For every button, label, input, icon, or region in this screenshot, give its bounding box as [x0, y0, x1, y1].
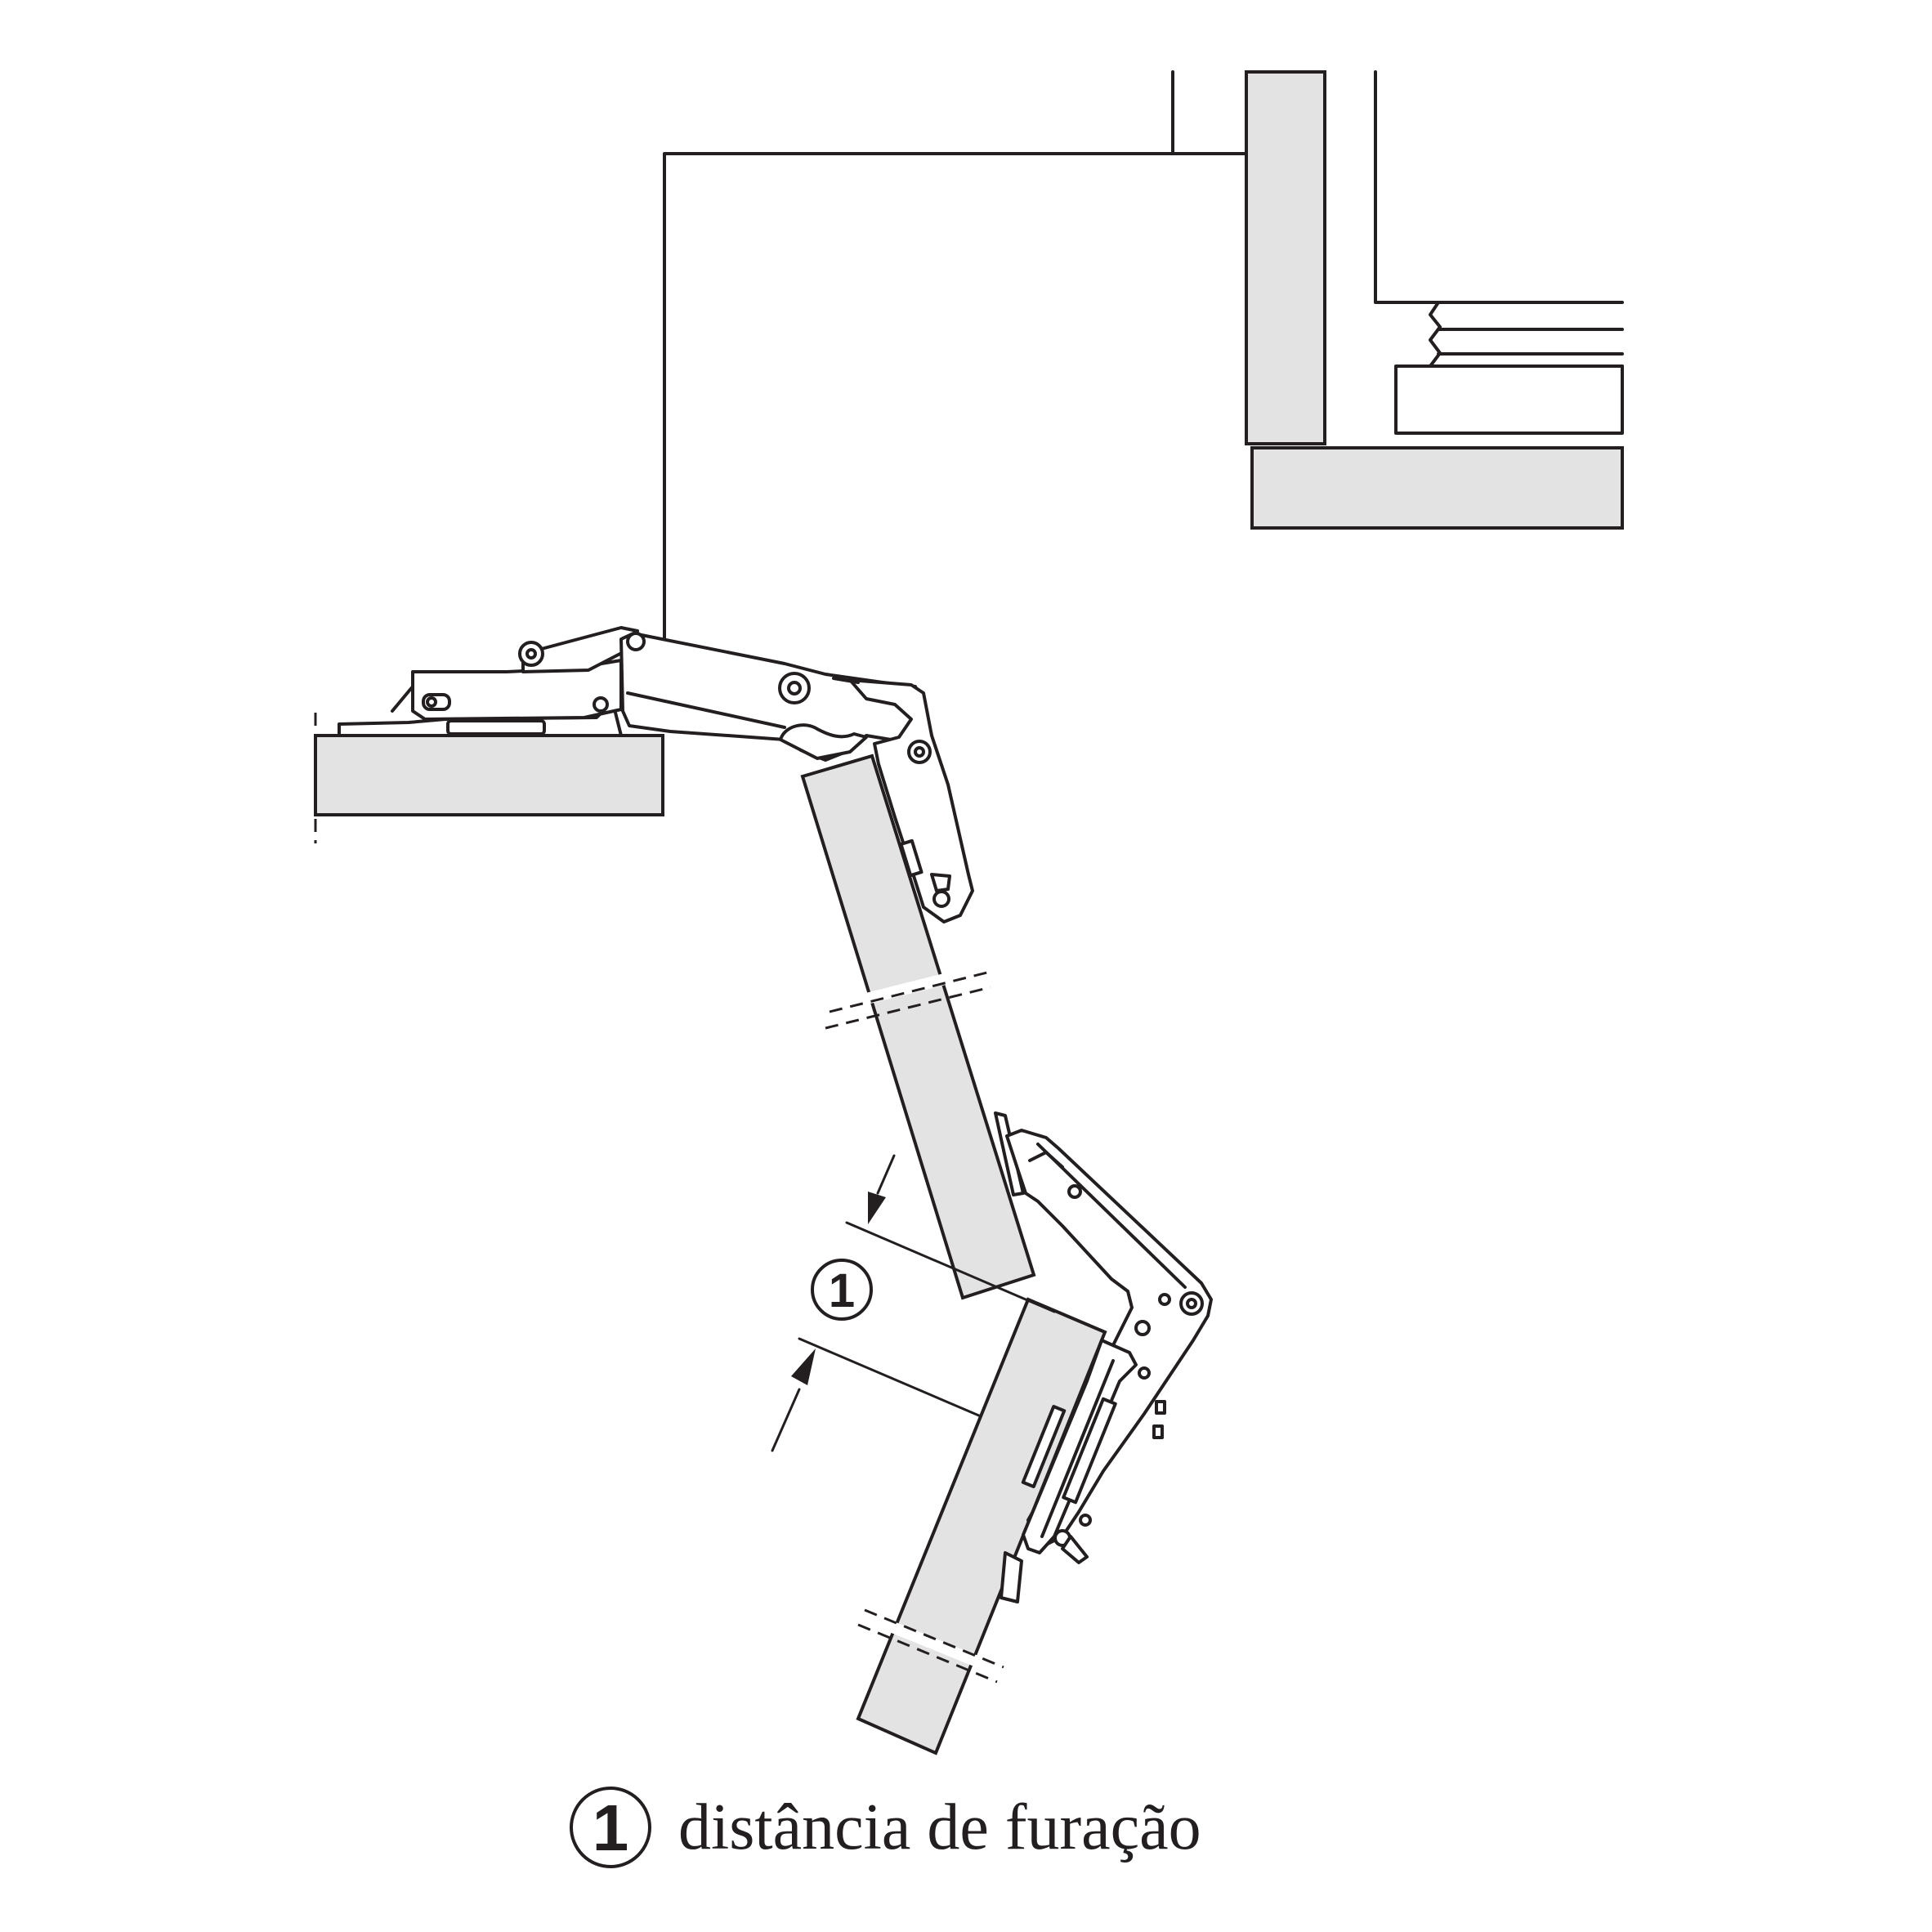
hinge-knuckle — [779, 723, 868, 760]
adjustment-screw — [426, 696, 437, 708]
pivot-pin — [1138, 1366, 1151, 1380]
door-tab — [994, 1111, 1025, 1196]
cabinet-bottom-panel — [1250, 446, 1624, 530]
cabinet-corner — [663, 70, 1624, 668]
dimension-arrow-line — [771, 1388, 801, 1452]
lower-hinge — [994, 1111, 1213, 1603]
legend-number: 1 — [593, 1791, 629, 1864]
pivot-pin — [1067, 1184, 1082, 1199]
shelf-break-line — [1429, 301, 1442, 368]
mounting-plate-slot — [446, 719, 546, 736]
extension-line-top — [845, 1221, 1056, 1313]
hinge-clip — [1061, 1535, 1089, 1564]
hinge-cup-arm — [848, 678, 974, 924]
lower-arm-edge — [1028, 1151, 1064, 1169]
shelf-board — [1394, 364, 1624, 435]
second-door — [856, 1297, 1107, 1755]
caption: 1 distância de furação — [570, 1787, 1201, 1868]
mounting-screw — [391, 685, 414, 713]
cabinet-side-panel — [1245, 70, 1326, 445]
legend-text: distância de furação — [678, 1791, 1201, 1863]
extension-line-bottom — [798, 1337, 982, 1418]
pivot-pin — [593, 696, 609, 713]
dimension-arrowhead — [791, 1348, 816, 1385]
pivot-pin — [1186, 1298, 1197, 1309]
cup-recess — [1021, 1405, 1067, 1488]
pivot-pin — [626, 632, 646, 651]
callout-circle — [811, 1259, 873, 1321]
upper-hinge — [338, 626, 974, 924]
dimension-arrowhead — [868, 1192, 886, 1224]
left-panel — [314, 713, 664, 843]
cup-tab — [899, 839, 924, 878]
hinge-clip — [930, 873, 951, 892]
hinge-screw — [1152, 1424, 1164, 1439]
callout-number: 1 — [829, 1264, 855, 1317]
hinge-arm-edge — [626, 691, 786, 729]
legend-circle — [570, 1787, 651, 1868]
first-door — [800, 754, 1036, 1300]
side-panel-board — [314, 734, 664, 816]
opening-outline — [663, 152, 1252, 668]
pivot-pin — [914, 746, 925, 758]
door-break-line — [864, 1608, 1004, 1669]
dimension-arrow-line — [876, 1154, 896, 1195]
door-break-line — [857, 1623, 998, 1684]
boring-distance-dimension: 1 — [771, 1154, 1056, 1452]
callout-marker: 1 — [811, 1259, 873, 1321]
pivot-pin — [525, 648, 537, 660]
door-break-line — [829, 971, 988, 1013]
inner-wall-line — [1374, 70, 1624, 304]
base-slot — [1062, 1397, 1117, 1505]
first-door-panel — [800, 754, 1036, 1300]
hinge-screw — [1155, 1400, 1166, 1415]
pivot-pin — [1158, 1293, 1171, 1306]
main-pivot-pin — [787, 681, 802, 695]
pivot-pin — [932, 890, 950, 908]
pivot-pin — [1134, 1320, 1151, 1336]
pivot-pin — [1079, 1514, 1092, 1527]
lower-door-tab — [1000, 1551, 1023, 1603]
base-edge — [1040, 1359, 1115, 1538]
door-break-line — [825, 986, 991, 1030]
link-detail — [832, 677, 860, 684]
